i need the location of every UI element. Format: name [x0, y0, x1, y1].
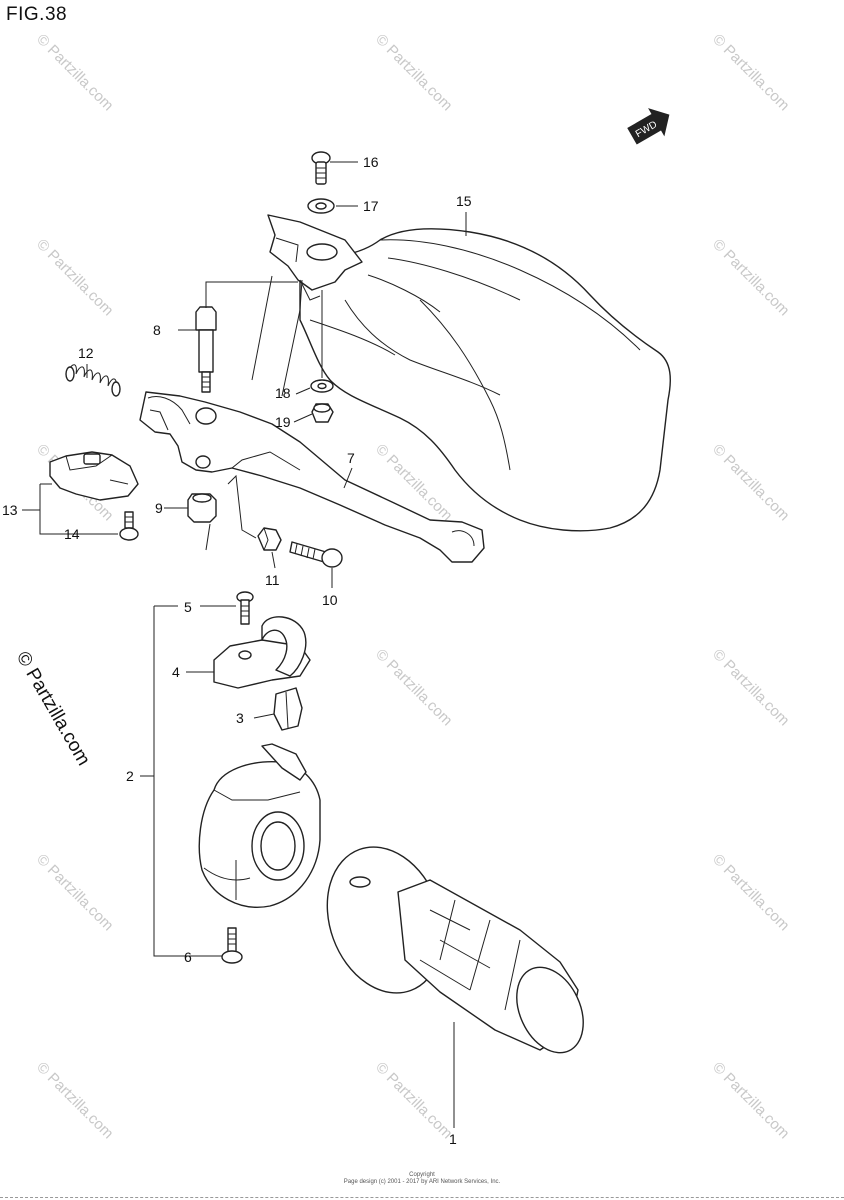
callout-9: 9 [155, 500, 163, 516]
washer-17 [307, 198, 335, 214]
screw-5 [236, 591, 254, 625]
callout-15: 15 [456, 193, 472, 209]
callout-14: 14 [64, 526, 80, 542]
callout-4: 4 [172, 664, 180, 680]
callout-11: 11 [265, 572, 280, 588]
spacer-bolt-8 [195, 306, 217, 393]
watermark: © Partzilla.com [709, 236, 792, 319]
watermark: © Partzilla.com [709, 851, 792, 934]
callout-18: 18 [275, 385, 291, 401]
watermark: © Partzilla.com [709, 31, 792, 114]
callout-8: 8 [153, 322, 161, 338]
footer-credit: Page design (c) 2001 - 2017 by ARI Netwo… [343, 1179, 501, 1185]
washer-18 [310, 379, 334, 393]
callout-16: 16 [363, 154, 379, 170]
callout-6: 6 [184, 949, 192, 965]
leader-lines [22, 161, 467, 1128]
lever-holder-2 [198, 743, 321, 908]
bottom-rule [0, 1197, 844, 1198]
screw-14 [119, 511, 139, 541]
footer: Copyright Page design (c) 2001 - 2017 by… [0, 1172, 844, 1186]
watermark: © Partzilla.com [33, 851, 116, 934]
watermark: © Partzilla.com [709, 441, 792, 524]
nut-11 [257, 527, 282, 551]
callout-10: 10 [322, 592, 338, 608]
footer-copyright: Copyright [409, 1172, 435, 1178]
watermark: © Partzilla.com [372, 646, 455, 729]
switch-13 [49, 451, 139, 501]
watermark: © Partzilla.com [709, 1059, 792, 1142]
watermark: © Partzilla.com [709, 646, 792, 729]
cable-holder-3 [273, 687, 303, 731]
clutch-lever-7 [139, 391, 485, 563]
spring-12 [65, 364, 121, 397]
watermark: © Partzilla.com [33, 31, 116, 114]
screw-6 [221, 927, 243, 964]
callout-1: 1 [449, 1131, 457, 1147]
clamp-4 [213, 616, 311, 689]
nut-19 [311, 403, 334, 423]
bolt-16 [311, 151, 331, 185]
callout-labels: 16 17 15 8 12 18 19 7 13 9 14 11 10 5 4 … [2, 154, 472, 1147]
watermark: © Partzilla.com [33, 1059, 116, 1142]
watermark: © Partzilla.com [33, 236, 116, 319]
callout-17: 17 [363, 198, 379, 214]
callout-12: 12 [78, 345, 94, 361]
pivot-bolt-10 [289, 541, 343, 568]
callout-7: 7 [347, 450, 355, 466]
hand-guard [299, 228, 671, 532]
callout-13: 13 [2, 502, 18, 518]
callout-3: 3 [236, 710, 244, 726]
forward-direction-badge: FWD [627, 108, 670, 145]
guard-mount-bracket [267, 214, 363, 301]
watermark: © Partzilla.com [372, 31, 455, 114]
callout-2: 2 [126, 768, 134, 784]
callout-19: 19 [275, 414, 291, 430]
collar-9 [187, 493, 217, 523]
grip-1 [326, 846, 584, 1054]
watermark: © Partzilla.com [372, 1059, 455, 1142]
figure-title: FIG.38 [6, 4, 68, 25]
callout-5: 5 [184, 599, 192, 615]
